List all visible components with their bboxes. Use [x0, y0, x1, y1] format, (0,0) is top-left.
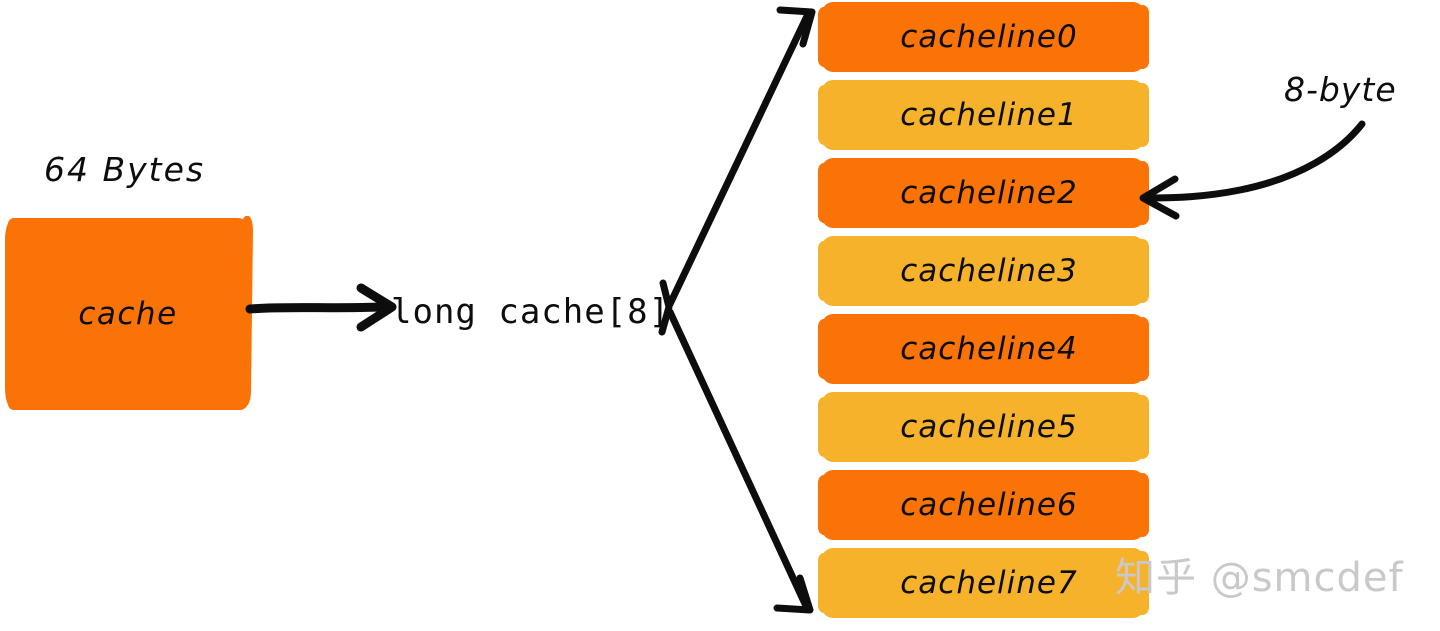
eight-byte-annotation-label: 8-byte: [1284, 70, 1397, 109]
cacheline-bar[interactable]: cacheline7: [818, 548, 1149, 618]
cacheline-bar[interactable]: cacheline4: [818, 314, 1149, 384]
cache-block: cache: [5, 218, 248, 410]
cacheline-label: cacheline3: [900, 253, 1078, 289]
cacheline-label: cacheline7: [900, 565, 1078, 601]
watermark: 知乎 @smcdef: [1115, 555, 1404, 601]
cacheline-label: cacheline6: [900, 487, 1078, 523]
cacheline-bar[interactable]: cacheline6: [818, 470, 1149, 540]
array-to-cacheline-bottom-arrow: [666, 308, 814, 614]
cacheline-label: cacheline0: [900, 19, 1078, 55]
cacheline-bar[interactable]: cacheline3: [818, 236, 1149, 306]
cacheline-bar[interactable]: cacheline1: [818, 80, 1149, 150]
cacheline-label: cacheline1: [900, 97, 1078, 133]
cache-block-label: cache: [78, 296, 178, 332]
cache-to-array-arrow: [245, 283, 397, 332]
cacheline-label: cacheline2: [900, 175, 1078, 211]
cacheline-bar[interactable]: cacheline5: [818, 392, 1149, 462]
cacheline-bar[interactable]: cacheline2: [818, 158, 1149, 228]
cacheline-stack: cacheline0 cacheline1 cacheline2 cacheline3…: [818, 2, 1149, 626]
cacheline-bar[interactable]: cacheline0: [818, 2, 1149, 72]
array-to-cacheline-top-arrow: [666, 6, 816, 308]
cacheline-label: cacheline5: [900, 409, 1078, 445]
eight-byte-pointer-arrow: [1139, 120, 1366, 220]
cache-size-caption: 64 Bytes: [44, 150, 206, 189]
array-declaration-label: long cache[8]: [391, 292, 671, 332]
cacheline-label: cacheline4: [900, 331, 1078, 367]
